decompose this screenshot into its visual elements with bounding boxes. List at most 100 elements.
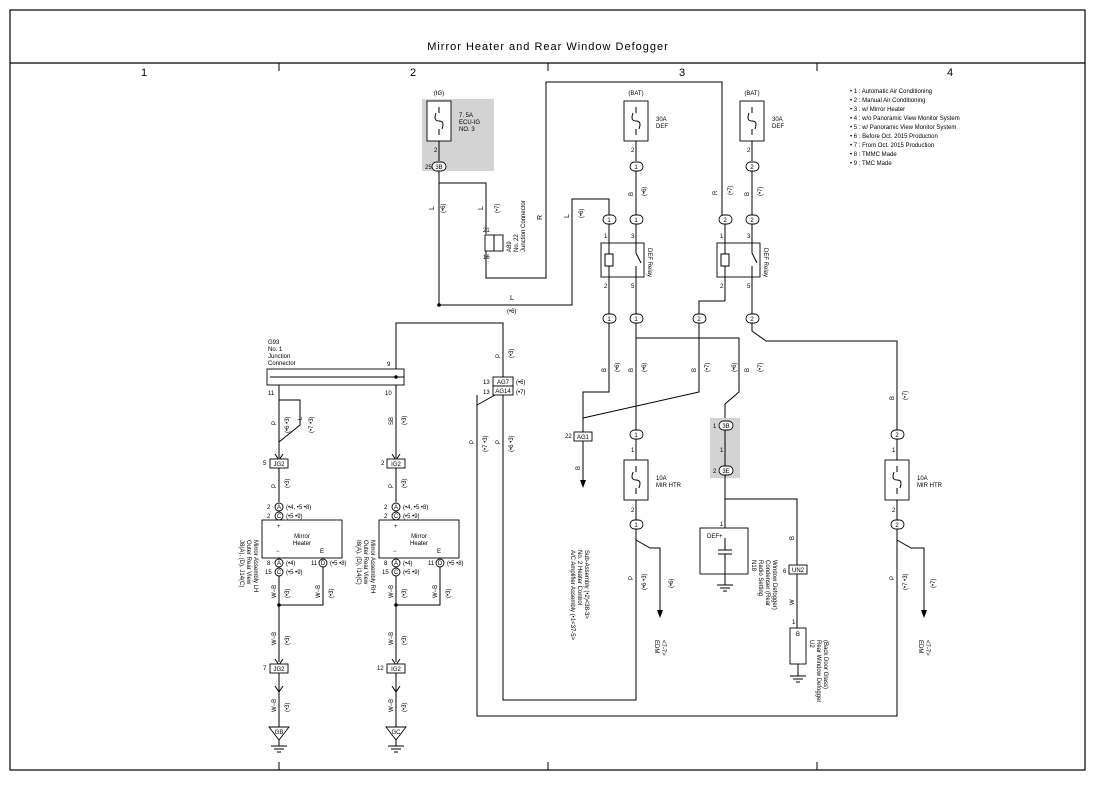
svg-text:JG2: JG2 (273, 462, 285, 468)
svg-text:(•5 •8): (•5 •8) (330, 561, 347, 567)
fuse-mir-htr-1: 1 1 10A MIR HTR 2 1 (623, 429, 682, 530)
svg-text:W: W (790, 599, 796, 605)
svg-text:A89: A89 (507, 241, 513, 252)
svg-text:B: B (629, 368, 635, 372)
svg-text:L: L (564, 214, 571, 218)
svg-text:Sub-Assembly (•2)<38-3>: Sub-Assembly (•2)<38-3> (583, 550, 589, 619)
svg-text:+: + (277, 524, 281, 530)
svg-text:(•7): (•7) (931, 579, 937, 588)
svg-text:2: 2 (723, 218, 727, 224)
svg-text:L: L (478, 206, 485, 210)
mirror-assembly-rh: 2 A (•4, •5 •8) 2 C (•5 •9) + Mirror Hea… (355, 502, 464, 593)
svg-text:(•3): (•3) (329, 589, 335, 598)
fuse-def-1: (BAT) 30A DEF 2 1 (623, 91, 668, 172)
svg-text:JG2: JG2 (273, 667, 285, 673)
connector-ig2-upper: 2 IG2 (381, 453, 406, 469)
svg-text:AG7: AG7 (497, 380, 510, 386)
diagram-title: Mirror Heater and Rear Window Defogger (427, 41, 669, 53)
ground-gb: GB (268, 726, 290, 753)
svg-text:L: L (298, 416, 304, 420)
svg-text:2: 2 (381, 461, 385, 467)
svg-text:(•6): (•6) (579, 209, 585, 218)
svg-text:AG14: AG14 (495, 389, 511, 395)
svg-text:B: B (890, 396, 896, 400)
svg-text:W−B: W−B (272, 699, 278, 712)
svg-text:W−B: W−B (272, 585, 278, 598)
svg-text:A: A (394, 505, 398, 511)
svg-text:(•4): (•4) (286, 561, 295, 567)
junction-connector-g93: G93 No. 1 Junction Connector 9 11 10 (266, 340, 405, 397)
svg-text:Outer Rear View: Outer Rear View (362, 540, 368, 585)
svg-text:10A: 10A (917, 476, 928, 482)
svg-text:MIR HTR: MIR HTR (656, 483, 682, 489)
svg-text:(•4): (•4) (403, 561, 412, 567)
svg-text:2: 2 (895, 523, 899, 529)
svg-text:1: 1 (607, 218, 611, 224)
svg-text:L: L (429, 206, 436, 210)
svg-text:C: C (394, 514, 399, 520)
svg-text:11: 11 (311, 561, 318, 567)
svg-text:7. 5A: 7. 5A (459, 113, 473, 119)
svg-text:AG1: AG1 (577, 435, 590, 441)
notes-legend: • 1 : Automatic Air Conditioning • 2 : M… (850, 89, 960, 167)
svg-text:(BAT): (BAT) (744, 91, 759, 97)
column-4-label: 4 (947, 67, 953, 79)
svg-text:(•5 •9): (•5 •9) (286, 570, 303, 576)
note-2: • 2 : Manual Air Conditioning (850, 98, 925, 104)
svg-text:Junction: Junction (268, 354, 290, 360)
svg-text:(•7): (•7) (516, 390, 525, 396)
svg-text:Connector: Connector (268, 361, 296, 367)
svg-text:1: 1 (607, 317, 611, 323)
svg-text:(•6 •3): (•6 •3) (642, 573, 648, 590)
svg-text:G93: G93 (268, 340, 280, 346)
svg-text:2: 2 (713, 469, 717, 475)
fuse-ecu-ig: (IG) 7. 5A ECU-IG NO. 3 2 3B 25 (422, 91, 494, 172)
column-ticks (278, 63, 818, 770)
svg-text:1: 1 (634, 218, 638, 224)
svg-text:(•3): (•3) (285, 703, 291, 712)
svg-text:J8(A), (D), J14(C): J8(A), (D), J14(C) (238, 540, 244, 587)
column-3-label: 3 (679, 67, 685, 79)
svg-text:(•7 •3): (•7 •3) (309, 416, 315, 433)
svg-text:(Back Door Glass): (Back Door Glass) (822, 640, 828, 689)
svg-text:Heater: Heater (410, 541, 428, 547)
svg-text:1: 1 (720, 448, 724, 454)
svg-text:1: 1 (634, 317, 638, 323)
svg-text:C: C (394, 570, 399, 576)
svg-text:7: 7 (263, 666, 267, 672)
svg-text:11: 11 (268, 391, 275, 397)
radio-setting-condenser: 1 DEF+ N18 Radio Setting Condenser (Rear… (699, 522, 777, 610)
svg-text:(•6): (•6) (669, 579, 675, 588)
connector-3b-3e: 1 3B 1 2 3E (710, 418, 740, 478)
svg-text:(•7): (•7) (728, 186, 734, 195)
svg-text:GB: GB (275, 730, 284, 736)
svg-text:9: 9 (387, 362, 391, 368)
svg-text:3: 3 (747, 234, 751, 240)
svg-text:(•3): (•3) (509, 349, 515, 358)
svg-text:(•3): (•3) (285, 589, 291, 598)
svg-text:2: 2 (434, 148, 438, 154)
note-9: • 9 : TMC Made (850, 161, 892, 167)
svg-text:N18: N18 (750, 560, 756, 572)
svg-text:(•6 •3): (•6 •3) (509, 435, 515, 452)
svg-text:(•3): (•3) (402, 636, 408, 645)
svg-text:15: 15 (382, 570, 389, 576)
svg-text:(•7 •3): (•7 •3) (483, 435, 489, 452)
svg-text:+: + (394, 524, 398, 530)
svg-text:(•6): (•6) (642, 187, 648, 196)
ground-gc: GC (385, 726, 407, 753)
svg-text:P: P (496, 354, 502, 358)
svg-text:1: 1 (792, 620, 796, 626)
svg-text:W−B: W−B (389, 699, 395, 712)
svg-text:E: E (320, 549, 324, 555)
svg-text:Window Defogger): Window Defogger) (771, 560, 777, 610)
svg-text:10: 10 (385, 391, 392, 397)
svg-text:1: 1 (634, 433, 638, 439)
svg-text:(•6): (•6) (615, 363, 621, 372)
note-3: • 3 : w/ Mirror Heater (850, 107, 905, 113)
relay-1-top-connectors: 1 1 2 2 (602, 214, 760, 225)
svg-text:16: 16 (483, 255, 490, 261)
svg-text:C: C (277, 514, 282, 520)
svg-text:D: D (438, 561, 443, 567)
svg-text:P: P (272, 484, 278, 488)
